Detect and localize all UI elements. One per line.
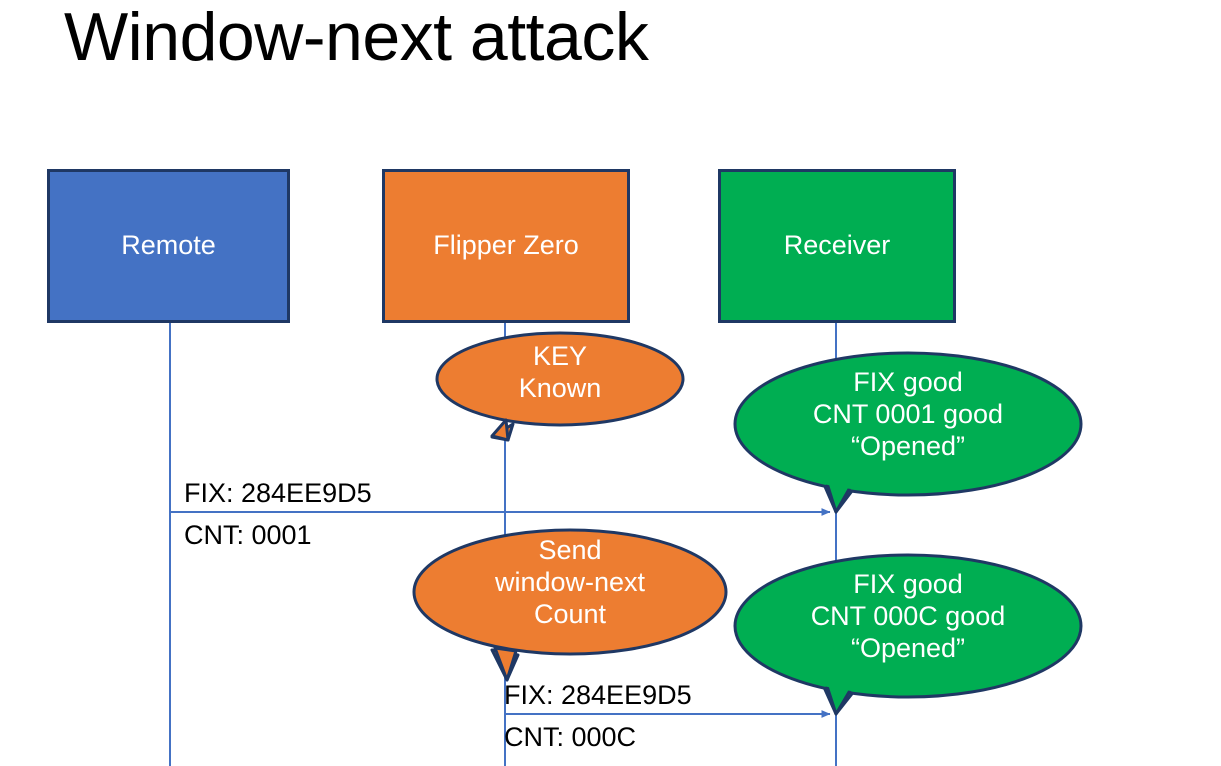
actor-box-receiver[interactable]: Receiver: [718, 169, 956, 323]
callout-key-known: [435, 331, 685, 442]
message-1-cnt-label: CNT: 0001: [184, 520, 312, 550]
message-1-fix-label: FIX: 284EE9D5: [184, 478, 372, 508]
message-2-cnt-label: CNT: 000C: [504, 722, 637, 752]
callout-receiver-ok-2: [733, 553, 1083, 716]
actor-box-remote[interactable]: Remote: [47, 169, 290, 323]
message-2-fix-label: FIX: 284EE9D5: [504, 680, 692, 710]
actor-label-remote: Remote: [121, 230, 216, 261]
actor-label-flipper-zero: Flipper Zero: [433, 230, 579, 261]
callout-send-window-next: [412, 528, 728, 682]
page-title: Window-next attack: [64, 0, 649, 75]
actor-box-flipper-zero[interactable]: Flipper Zero: [382, 169, 630, 323]
callout-receiver-ok-1: [733, 351, 1083, 514]
actor-label-receiver: Receiver: [783, 230, 891, 261]
